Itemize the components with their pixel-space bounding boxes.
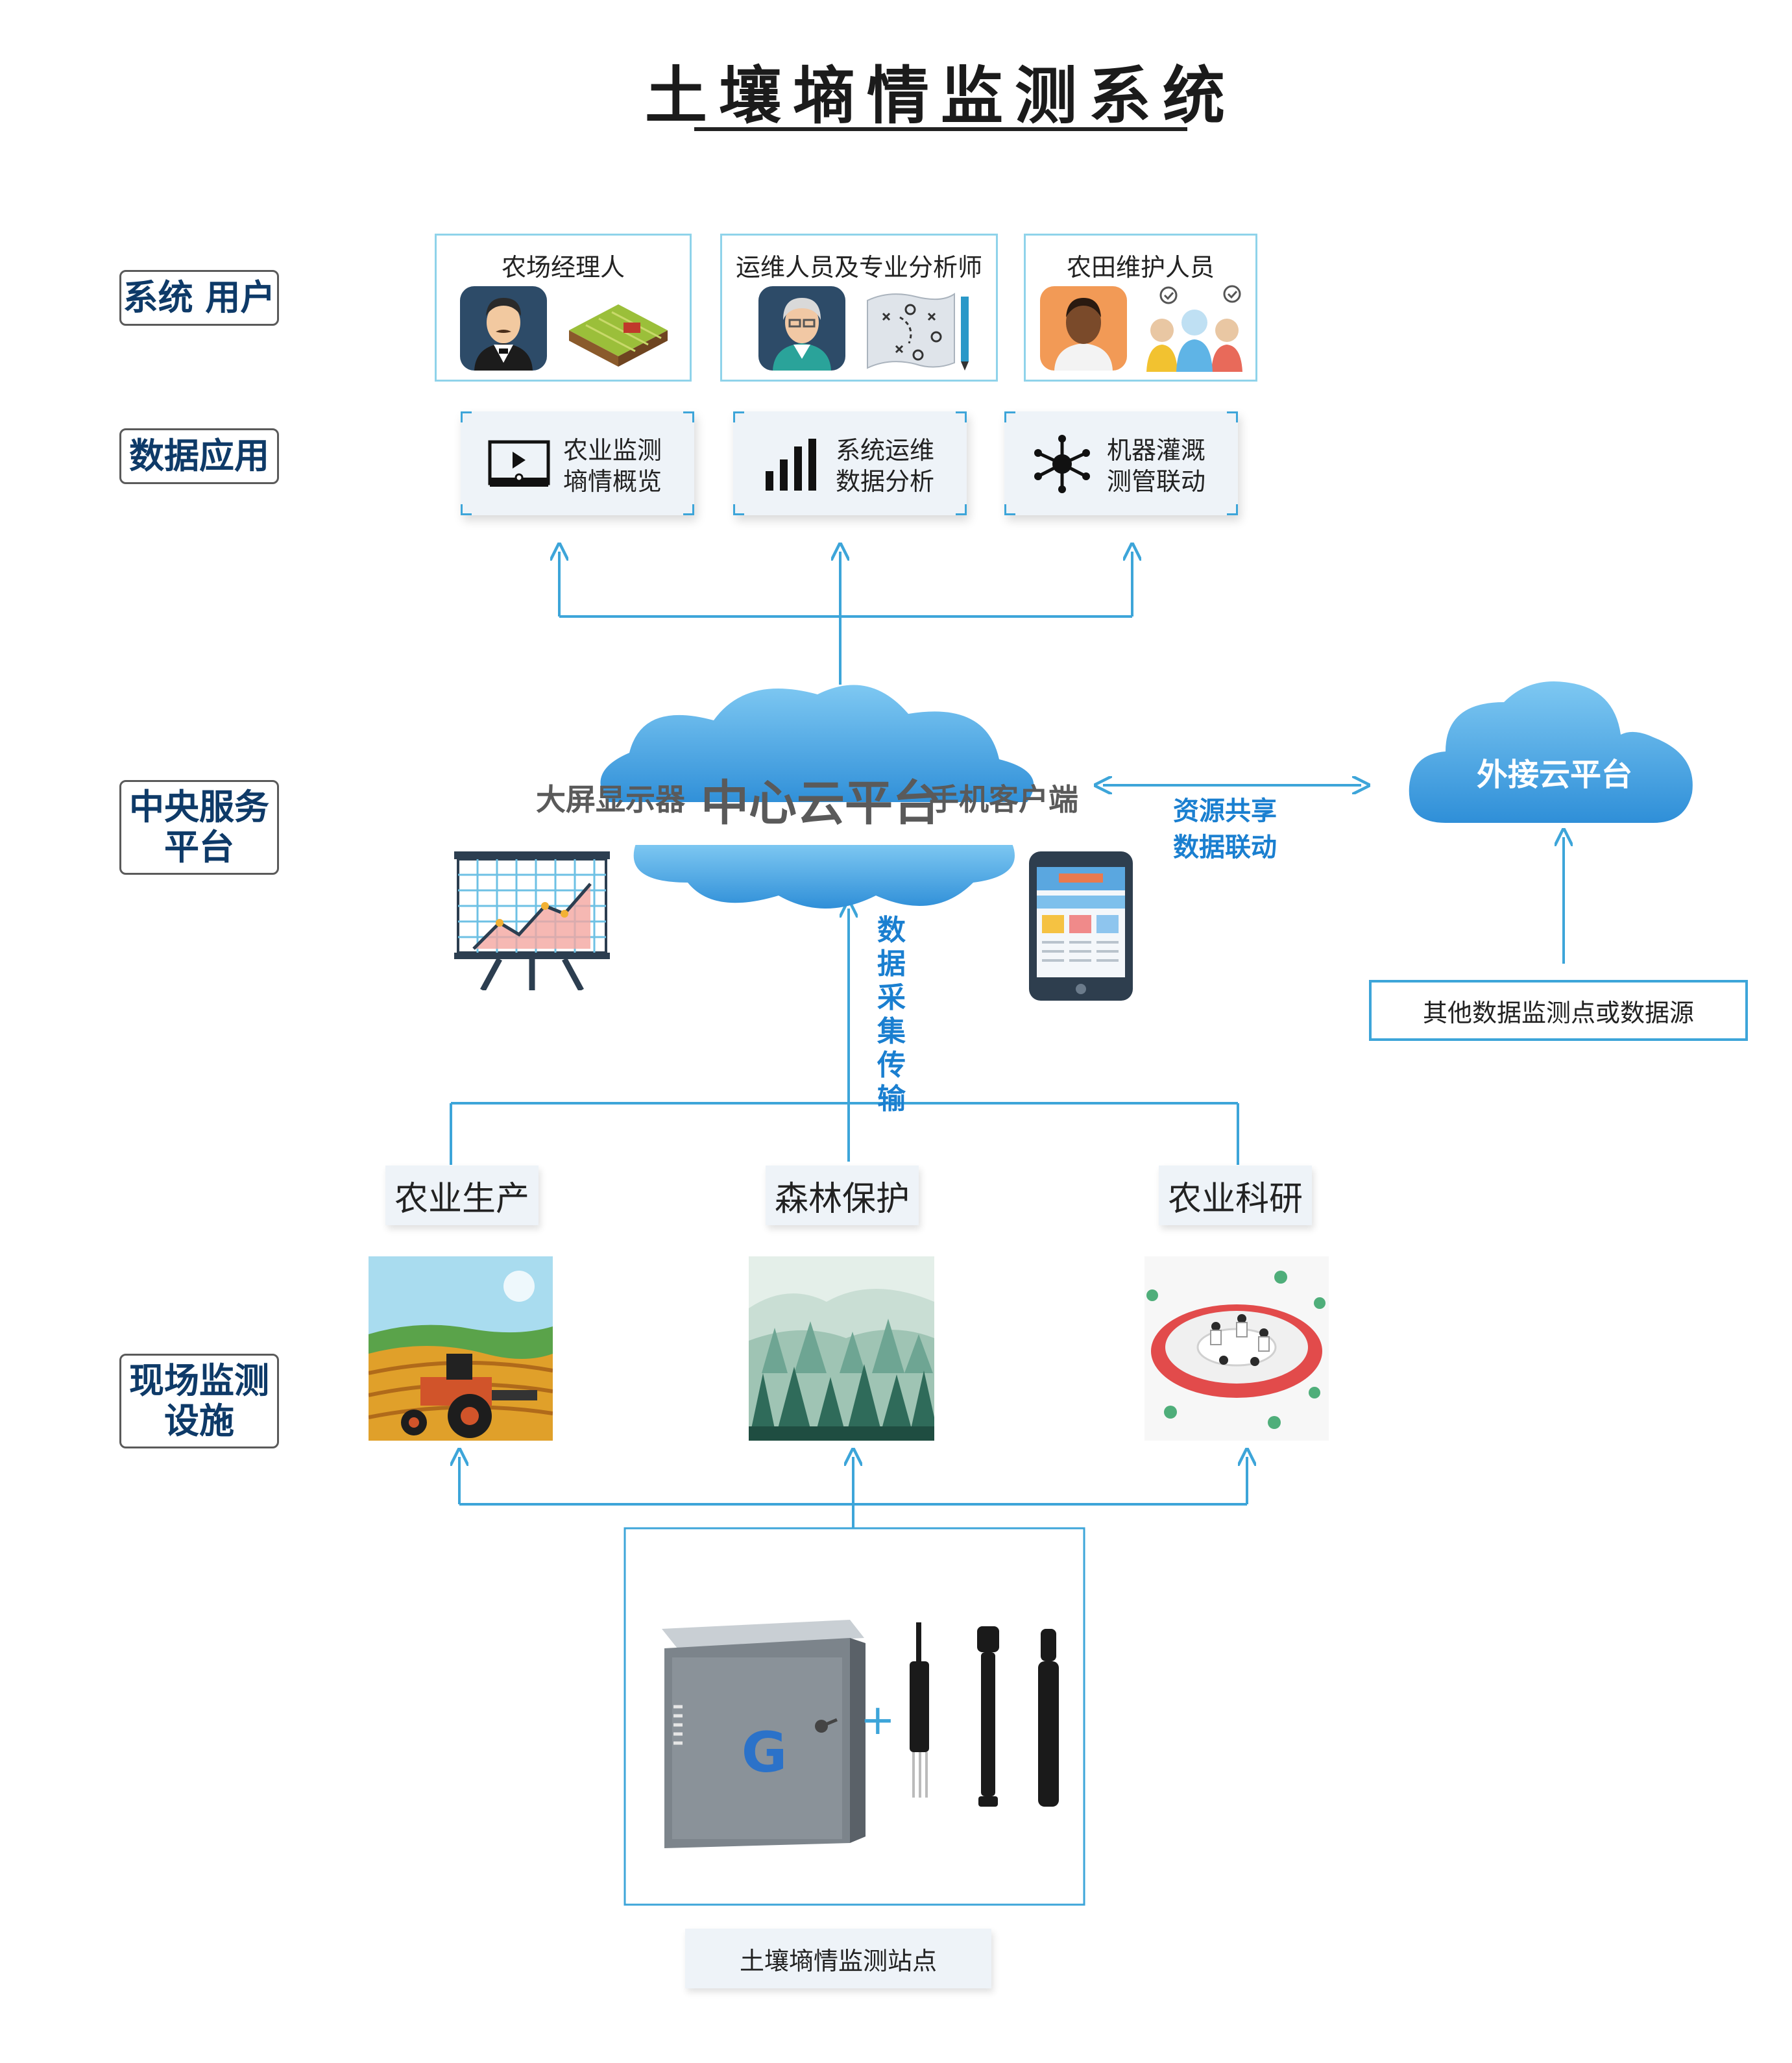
station-label: 土壤墒情监测站点 — [739, 1946, 937, 1975]
category-label: 农业科研 — [1167, 1179, 1303, 1219]
row-tag-platform: 中央服务 平台 — [119, 780, 279, 875]
card-corner — [1227, 411, 1238, 422]
research-image — [1144, 1256, 1329, 1441]
card-corner — [956, 504, 967, 515]
row-tag-apps: 数据应用 — [119, 428, 279, 484]
card-corner — [1004, 411, 1015, 422]
category-agri-research: 农业科研 — [1159, 1166, 1312, 1225]
station-cabinet-image: G — [662, 1620, 866, 1848]
page-title: 土壤墒情监测系统 — [645, 59, 1237, 132]
station-logo: G — [742, 1720, 788, 1785]
share-label-line1: 资源共享 — [1173, 796, 1277, 826]
card-corner — [1227, 504, 1238, 515]
other-sources-box: 其他数据监测点或数据源 — [1369, 980, 1748, 1041]
user-box-maintainer: 农田维护人员 — [1024, 234, 1257, 382]
plus-sign: + — [860, 1696, 895, 1744]
analyst-avatar-icon — [758, 286, 845, 371]
category-forest-protection: 森林保护 — [766, 1166, 919, 1225]
app-card-text: 农业监测 墒情概览 — [563, 435, 662, 497]
other-sources-label: 其他数据监测点或数据源 — [1422, 998, 1694, 1027]
app-card-line2: 数据分析 — [836, 467, 935, 496]
big-screen-chart-icon — [454, 851, 610, 990]
network-node-icon — [1034, 435, 1090, 493]
video-screen-icon — [488, 440, 550, 487]
app-card-text: 系统运维 数据分析 — [836, 435, 934, 497]
central-cloud-icon — [597, 685, 1045, 909]
title-underline — [694, 127, 1187, 131]
app-card-line1: 农业监测 — [563, 436, 662, 465]
category-label: 农业生产 — [394, 1179, 529, 1219]
row-tag-field: 现场监测 设施 — [119, 1354, 279, 1448]
bar-chart-icon — [766, 439, 816, 491]
cloud-right-label: 手机客户端 — [929, 782, 1078, 817]
card-corner — [683, 411, 694, 422]
category-agri-production: 农业生产 — [385, 1166, 539, 1225]
user-box-label: 农场经理人 — [501, 253, 625, 282]
share-label-line2: 数据联动 — [1173, 833, 1277, 862]
mobile-phone-icon — [1029, 851, 1133, 1001]
app-card-line2: 墒情概览 — [563, 467, 662, 496]
app-card-text: 机器灌溉 测管联动 — [1107, 435, 1205, 497]
farmland-icon — [569, 304, 668, 367]
app-card-line2: 测管联动 — [1107, 467, 1206, 496]
share-label: 资源共享 数据联动 — [1173, 793, 1277, 866]
row-tag-field-line1: 现场监测 — [129, 1360, 269, 1401]
station-label-box: 土壤墒情监测站点 — [685, 1929, 991, 1988]
user-box-label: 农田维护人员 — [1066, 253, 1215, 282]
cloud-left-label: 大屏显示器 — [536, 782, 685, 817]
external-cloud-label: 外接云平台 — [1476, 757, 1632, 793]
farm-tractor-image — [369, 1256, 553, 1441]
forest-image — [749, 1256, 934, 1441]
category-label: 森林保护 — [774, 1179, 910, 1219]
user-box-farm-manager: 农场经理人 — [435, 234, 692, 382]
card-corner — [733, 411, 744, 422]
card-corner — [1004, 504, 1015, 515]
cloud-main-label: 中心云平台 — [701, 775, 941, 831]
app-card-analysis[interactable]: 系统运维 数据分析 — [733, 411, 967, 515]
sensor-probes-image — [910, 1622, 1059, 1807]
row-tag-users-label: 系统 用户 — [123, 277, 276, 318]
card-corner — [461, 411, 472, 422]
row-tag-platform-line1: 中央服务 — [129, 787, 269, 827]
card-corner — [956, 411, 967, 422]
row-tag-field-line2: 设施 — [164, 1400, 234, 1441]
row-tag-users: 系统 用户 — [119, 270, 279, 326]
app-card-line1: 机器灌溉 — [1107, 436, 1206, 465]
card-corner — [461, 504, 472, 515]
external-cloud-icon — [1409, 681, 1693, 823]
maintainer-avatar-icon — [1040, 286, 1127, 371]
transfer-label: 数据采集传输 — [877, 914, 906, 1116]
row-tag-apps-label: 数据应用 — [129, 435, 269, 476]
user-box-analyst: 运维人员及专业分析师 — [720, 234, 998, 382]
strategy-board-icon — [867, 293, 969, 371]
user-box-label: 运维人员及专业分析师 — [735, 253, 982, 282]
app-card-irrigation[interactable]: 机器灌溉 测管联动 — [1004, 411, 1238, 515]
team-check-icon — [1146, 285, 1242, 372]
app-card-overview[interactable]: 农业监测 墒情概览 — [461, 411, 694, 515]
card-corner — [683, 504, 694, 515]
manager-avatar-icon — [460, 286, 547, 371]
row-tag-platform-line2: 平台 — [164, 827, 234, 868]
card-corner — [733, 504, 744, 515]
app-card-line1: 系统运维 — [836, 436, 935, 465]
